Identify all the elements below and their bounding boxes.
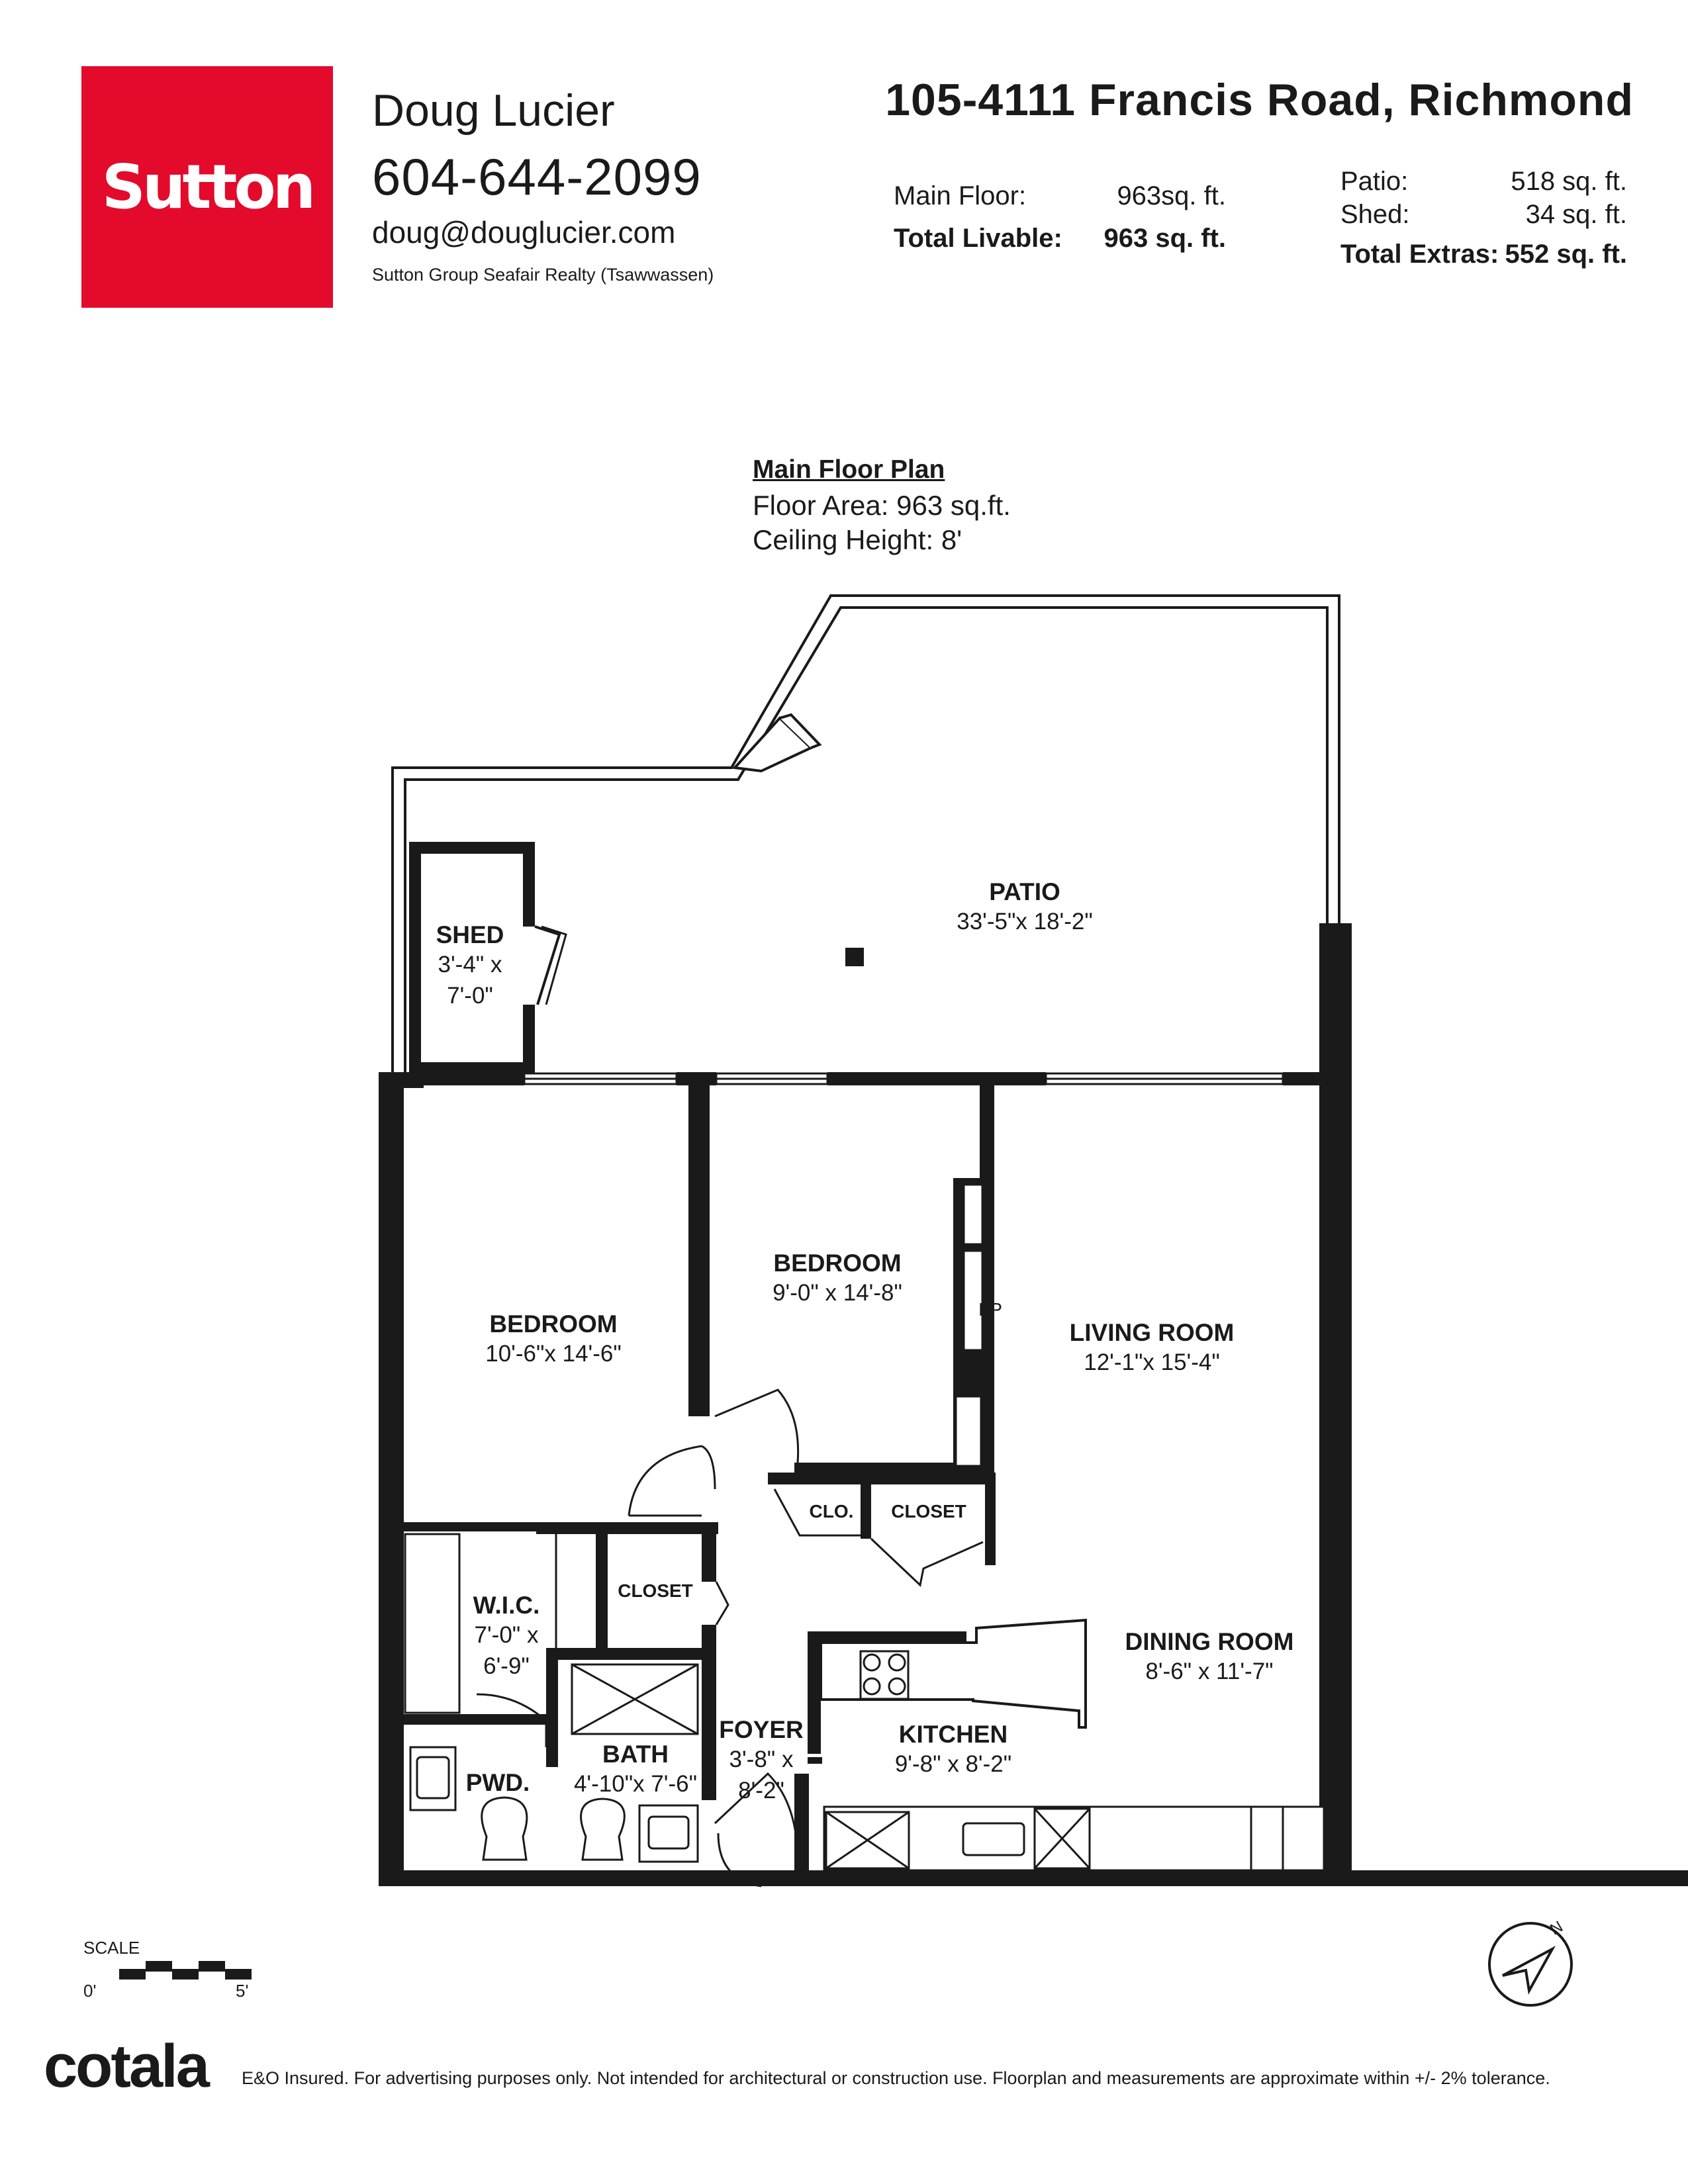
room-name: BEDROOM — [489, 1310, 618, 1338]
room-kitchen: KITCHEN 9'-8" x 8'-2" — [895, 1721, 1011, 1780]
closet-label: CLOSET — [618, 1580, 693, 1601]
main-floor-value: 963sq. ft. — [1117, 181, 1226, 210]
room-dims: 8'-6" x 11'-7" — [1145, 1659, 1274, 1684]
logo-text: Sutton — [101, 152, 316, 222]
property-address: 105-4111 Francis Road, Richmond — [885, 75, 1634, 125]
agent-brokerage: Sutton Group Seafair Realty (Tsawwassen) — [372, 265, 714, 285]
scale-label: SCALE — [83, 1938, 140, 1958]
ceiling-height: Ceiling Height: 8' — [753, 524, 962, 555]
total-extras-label: Total Extras: — [1340, 240, 1499, 269]
room-dims: 7'-0" — [447, 983, 493, 1009]
room-name: PATIO — [989, 878, 1060, 905]
room-bedroom-1: BEDROOM 10'-6"x 14'-6" — [485, 1310, 622, 1369]
scale-start: 0' — [83, 1981, 97, 2001]
patio-gate — [731, 713, 822, 773]
agent-phone: 604-644-2099 — [372, 148, 702, 206]
room-dims: 3'-8" x — [729, 1747, 794, 1772]
bath-fixtures — [409, 1663, 699, 1863]
room-name: W.I.C. — [473, 1592, 540, 1619]
room-living-room: LIVING ROOM 12'-1"x 15'-4" — [1070, 1319, 1235, 1378]
scale-bar — [119, 1961, 252, 1979]
room-dims: 9'-0" x 14'-8" — [773, 1280, 902, 1306]
shed-walls — [409, 842, 567, 1074]
room-dims: 4'-10"x 7'-6" — [573, 1771, 698, 1797]
room-dims: 10'-6"x 14'-6" — [485, 1341, 622, 1367]
room-name: LIVING ROOM — [1069, 1319, 1235, 1346]
room-dims: 8'-2" — [738, 1778, 784, 1804]
cooktop-burners — [859, 1650, 910, 1700]
room-name: DINING ROOM — [1125, 1628, 1294, 1655]
cotala-logo: cotala — [44, 2032, 210, 2100]
door-swings — [476, 1388, 984, 1888]
agent-email: doug@douglucier.com — [372, 215, 676, 250]
wic-shelving — [404, 1533, 557, 1714]
floor-area: Floor Area: 963 sq.ft. — [753, 490, 1011, 521]
total-livable-value: 963 sq. ft. — [1103, 224, 1226, 253]
room-name: FOYER — [719, 1716, 804, 1743]
sutton-logo: Sutton — [81, 66, 333, 308]
room-name: PWD. — [465, 1769, 530, 1796]
shed-area-label: Shed: — [1340, 200, 1410, 229]
patio-area-value: 518 sq. ft. — [1511, 167, 1627, 196]
total-livable-label: Total Livable: — [894, 224, 1062, 253]
patio-outline — [391, 594, 1340, 1072]
kitchen-counter — [823, 1805, 1325, 1872]
patio-post — [845, 948, 864, 966]
exterior-walls — [379, 923, 1688, 1886]
fireplace-label: FP — [978, 1299, 1002, 1320]
room-bedroom-2: BEDROOM 9'-0" x 14'-8" — [773, 1250, 902, 1308]
room-dims: 12'-1"x 15'-4" — [1084, 1349, 1220, 1375]
top-windows — [523, 1072, 1284, 1085]
room-dining-room: DINING ROOM 8'-6" x 11'-7" — [1125, 1628, 1294, 1687]
room-dims: 9'-8" x 8'-2" — [894, 1751, 1012, 1777]
room-powder: PWD. — [466, 1769, 530, 1797]
room-dims: 6'-9" — [483, 1653, 530, 1680]
disclaimer: E&O Insured. For advertising purposes on… — [242, 2068, 1550, 2088]
room-name: BEDROOM — [773, 1250, 902, 1277]
room-bath: BATH 4'-10"x 7'-6" — [574, 1741, 697, 1799]
total-extras-value: 552 sq. ft. — [1505, 240, 1627, 269]
closet-label: CLOSET — [891, 1501, 966, 1522]
room-patio: PATIO 33'-5"x 18'-2" — [957, 878, 1093, 937]
room-foyer: FOYER 3'-8" x 8'-2" — [719, 1716, 803, 1807]
compass-icon — [1488, 1922, 1573, 2007]
kitchen-peninsula — [820, 1618, 1087, 1729]
patio-area-label: Patio: — [1340, 167, 1409, 196]
room-name: KITCHEN — [898, 1721, 1008, 1748]
room-wic: W.I.C. 7'-0" x 6'-9" — [473, 1592, 540, 1682]
closet-label-clo: CLO. — [809, 1501, 854, 1522]
room-shed: SHED 3'-4" x 7'-0" — [436, 921, 504, 1012]
main-floor-label: Main Floor: — [894, 181, 1027, 210]
room-dims: 3'-4" x — [438, 952, 502, 978]
fireplace — [955, 1183, 984, 1467]
room-dims: 7'-0" x — [474, 1622, 539, 1648]
shed-area-value: 34 sq. ft. — [1525, 200, 1627, 229]
room-name: BATH — [602, 1741, 669, 1768]
scale-end: 5' — [236, 1981, 249, 2001]
plan-title: Main Floor Plan — [753, 455, 945, 484]
room-dims: 33'-5"x 18'-2" — [957, 909, 1093, 934]
agent-name: Doug Lucier — [372, 85, 615, 136]
room-name: SHED — [436, 921, 504, 948]
